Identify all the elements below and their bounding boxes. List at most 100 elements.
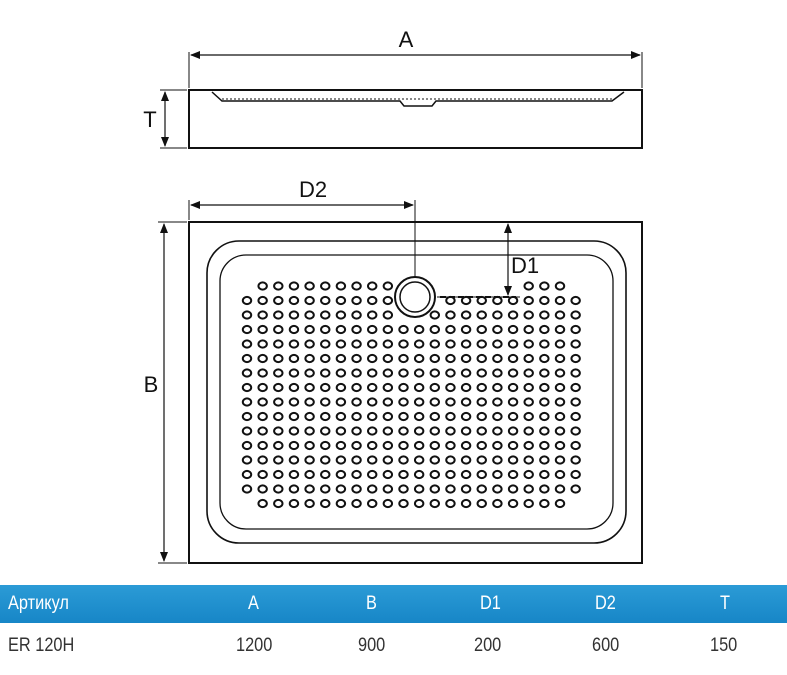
anti-slip-dot (320, 411, 331, 422)
anti-slip-dot (304, 310, 315, 320)
anti-slip-dot (570, 455, 581, 465)
anti-slip-dot (539, 382, 550, 393)
anti-slip-dot (304, 397, 315, 407)
anti-slip-dot (429, 339, 440, 349)
table-row: ER 120H 1200 900 200 600 150 (0, 623, 787, 669)
anti-slip-dot (523, 339, 534, 349)
anti-slip-dot (398, 440, 409, 451)
anti-slip-dot (335, 426, 347, 436)
tray-basin-rim (206, 240, 627, 544)
anti-slip-dot (523, 353, 534, 364)
anti-slip-dot (492, 455, 503, 465)
anti-slip-dot (429, 368, 440, 378)
anti-slip-dot (554, 426, 566, 436)
anti-slip-dot (398, 411, 409, 422)
anti-slip-dot (570, 295, 581, 306)
anti-slip-dot (257, 440, 268, 451)
anti-slip-dot (554, 484, 566, 494)
anti-slip-dot (429, 397, 440, 407)
anti-slip-dot (288, 295, 300, 306)
anti-slip-dot (460, 498, 472, 509)
anti-slip-dot (257, 426, 268, 436)
anti-slip-dot (445, 426, 456, 436)
anti-slip-dot (398, 498, 409, 509)
anti-slip-dot (445, 324, 456, 335)
anti-slip-dot (335, 368, 347, 378)
anti-slip-dot (351, 339, 362, 349)
anti-slip-dot (304, 339, 315, 349)
anti-slip-dot (288, 353, 300, 364)
anti-slip-dot (445, 469, 456, 480)
anti-slip-dot-pattern (241, 281, 581, 509)
anti-slip-dot (351, 440, 362, 451)
anti-slip-dot (273, 469, 284, 480)
anti-slip-dot (382, 295, 394, 306)
anti-slip-dot (320, 310, 331, 320)
anti-slip-dot (523, 281, 534, 291)
anti-slip-dot (445, 368, 456, 378)
anti-slip-dot (351, 295, 362, 306)
anti-slip-dot (460, 310, 472, 320)
anti-slip-dot (523, 484, 534, 494)
anti-slip-dot (367, 426, 378, 436)
anti-slip-dot (445, 353, 456, 364)
anti-slip-dot (523, 295, 534, 306)
anti-slip-dot (523, 440, 534, 451)
anti-slip-dot (429, 310, 440, 320)
anti-slip-dot (554, 440, 566, 451)
anti-slip-dot (445, 397, 456, 407)
anti-slip-dot (273, 411, 284, 422)
anti-slip-dot (241, 440, 253, 451)
anti-slip-dot (523, 382, 534, 393)
anti-slip-dot (257, 382, 268, 393)
anti-slip-dot (539, 440, 550, 451)
dimension-a-label: A (399, 27, 414, 52)
anti-slip-dot (288, 281, 300, 291)
anti-slip-dot (382, 324, 394, 335)
anti-slip-dot (507, 440, 519, 451)
anti-slip-dot (554, 397, 566, 407)
anti-slip-dot (429, 382, 440, 393)
anti-slip-dot (413, 455, 425, 465)
anti-slip-dot (320, 484, 331, 494)
anti-slip-dot (445, 382, 456, 393)
anti-slip-dot (382, 498, 394, 509)
anti-slip-dot (429, 324, 440, 335)
anti-slip-dot (367, 353, 378, 364)
anti-slip-dot (241, 368, 253, 378)
anti-slip-dot (413, 484, 425, 494)
anti-slip-dot (351, 498, 362, 509)
anti-slip-dot (445, 484, 456, 494)
anti-slip-dot (492, 397, 503, 407)
anti-slip-dot (539, 411, 550, 422)
anti-slip-dot (539, 281, 550, 291)
anti-slip-dot (335, 310, 347, 320)
anti-slip-dot (304, 440, 315, 451)
anti-slip-dot (257, 498, 268, 509)
anti-slip-dot (523, 411, 534, 422)
anti-slip-dot (335, 295, 347, 306)
anti-slip-dot (351, 411, 362, 422)
anti-slip-dot (335, 339, 347, 349)
anti-slip-dot (320, 382, 331, 393)
header-a: A (248, 593, 259, 614)
anti-slip-dot (539, 368, 550, 378)
anti-slip-dot (492, 411, 503, 422)
anti-slip-dot (257, 469, 268, 480)
anti-slip-dot (570, 353, 581, 364)
anti-slip-dot (539, 469, 550, 480)
anti-slip-dot (273, 426, 284, 436)
anti-slip-dot (413, 353, 425, 364)
anti-slip-dot (492, 310, 503, 320)
anti-slip-dot (273, 498, 284, 509)
tray-basin-inner (219, 254, 614, 530)
anti-slip-dot (351, 368, 362, 378)
header-article: Артикул (8, 593, 69, 614)
top-view: D2 D1 B (144, 177, 643, 564)
anti-slip-dot (351, 310, 362, 320)
anti-slip-dot (554, 353, 566, 364)
anti-slip-dot (507, 382, 519, 393)
side-view: A T (143, 27, 643, 149)
header-d1: D1 (480, 593, 501, 614)
anti-slip-dot (429, 484, 440, 494)
